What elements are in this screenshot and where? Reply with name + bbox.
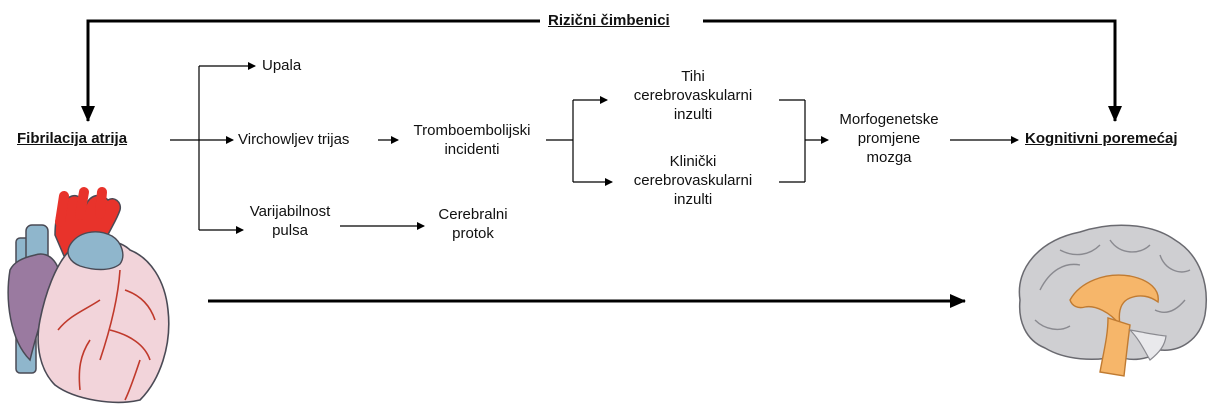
node-thromboembolic-line2: incidenti <box>444 141 500 158</box>
node-virchow-triad: Virchowljev trijas <box>238 131 350 148</box>
node-pulse-variability-line2: pulsa <box>272 222 308 239</box>
node-thromboembolic: Tromboembolijski incidenti <box>402 121 542 159</box>
node-atrial-fibrillation: Fibrilacija atrija <box>17 130 128 147</box>
arrow-risk-to-fibrillation <box>81 19 540 122</box>
node-pulse-variability: Varijabilnost pulsa <box>240 202 340 240</box>
node-silent-infarcts-line2: cerebrovaskularni <box>633 87 753 104</box>
node-clinical-infarcts-line1: Klinički <box>669 153 717 170</box>
brain-illustration-icon <box>1018 224 1207 377</box>
node-inflammation: Upala <box>262 57 302 74</box>
node-cognitive-disorder: Kognitivni poremećaj <box>1025 130 1178 147</box>
node-silent-infarcts: Tihi cerebrovaskularni inzulti <box>612 67 774 124</box>
node-cerebral-flow: Cerebralni protok <box>428 205 518 243</box>
node-cerebral-flow-line2: protok <box>452 225 494 242</box>
node-risk-factors: Rizični čimbenici <box>548 12 670 29</box>
node-morphogenetic-changes: Morfogenetske promjene mozga <box>830 110 948 167</box>
node-cerebral-flow-line1: Cerebralni <box>438 206 508 223</box>
arrow-risk-to-cognitive <box>703 19 1122 122</box>
node-silent-infarcts-line1: Tihi <box>681 68 705 85</box>
node-clinical-infarcts-line2: cerebrovaskularni <box>633 172 753 189</box>
node-thromboembolic-line1: Tromboembolijski <box>413 122 531 139</box>
node-morphogenetic-line2: promjene <box>857 130 921 147</box>
node-silent-infarcts-line3: inzulti <box>673 106 713 123</box>
node-clinical-infarcts-line3: inzulti <box>673 191 713 208</box>
node-pulse-variability-line1: Varijabilnost <box>249 203 331 220</box>
node-morphogenetic-line1: Morfogenetske <box>839 111 939 128</box>
heart-illustration-icon <box>7 187 170 404</box>
node-morphogenetic-line3: mozga <box>866 149 912 166</box>
node-clinical-infarcts: Klinički cerebrovaskularni inzulti <box>612 152 774 209</box>
